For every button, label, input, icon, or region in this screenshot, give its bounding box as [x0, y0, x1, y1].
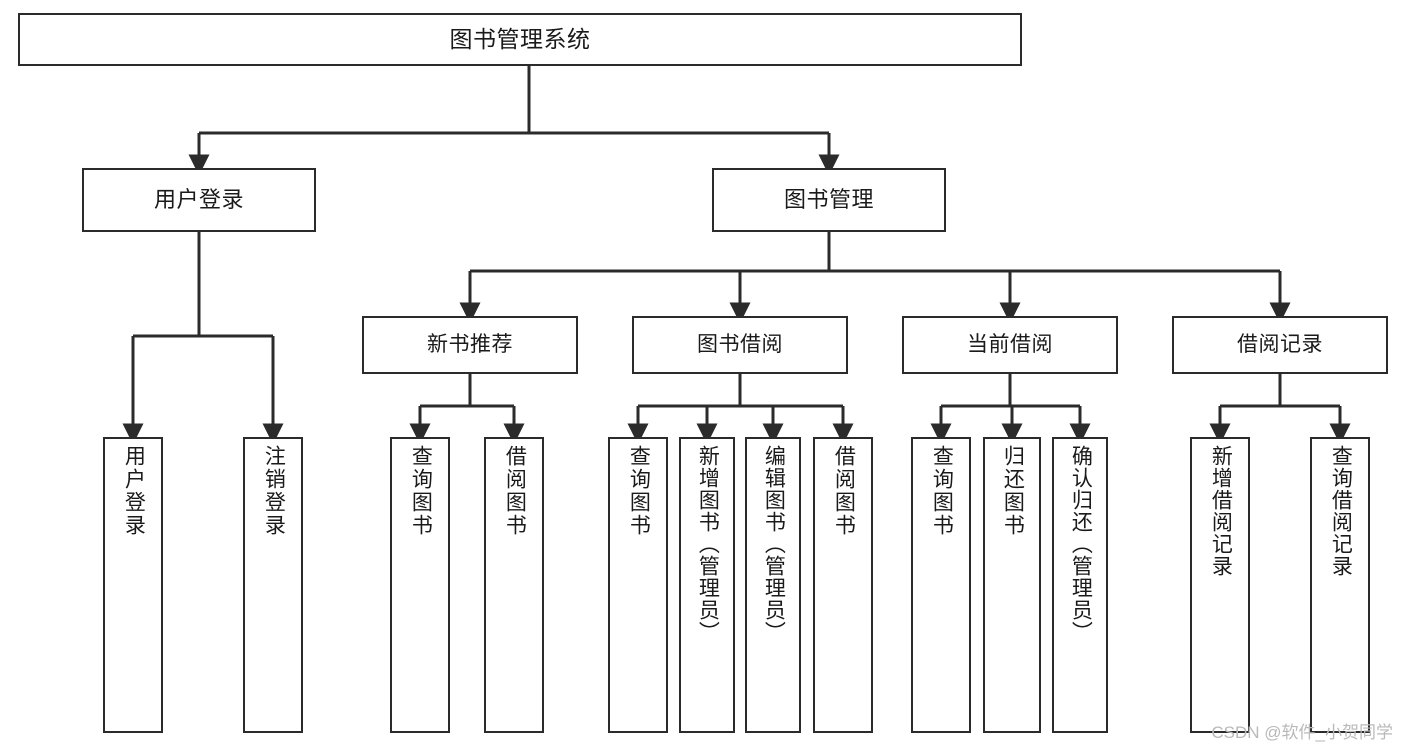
node-label: 借阅图书 — [503, 445, 527, 537]
node-leaf-query-borrow-record[interactable]: 查询借阅记录 — [1310, 437, 1370, 733]
node-label: 确认归还（管理员） — [1069, 445, 1093, 643]
node-label: 当前借阅 — [967, 333, 1053, 357]
node-borrow-record[interactable]: 借阅记录 — [1172, 316, 1388, 374]
node-book-borrow[interactable]: 图书借阅 — [632, 316, 848, 374]
node-leaf-add-borrow-record[interactable]: 新增借阅记录 — [1190, 437, 1250, 733]
node-label: 查询借阅记录 — [1329, 445, 1353, 577]
node-root[interactable]: 图书管理系统 — [18, 13, 1022, 66]
node-label: 图书管理系统 — [449, 25, 591, 52]
node-label: 编辑图书（管理员） — [762, 445, 786, 643]
node-label: 新增借阅记录 — [1209, 445, 1233, 577]
node-label: 借阅记录 — [1237, 333, 1323, 357]
node-new-book-recommend[interactable]: 新书推荐 — [362, 316, 578, 374]
node-label: 归还图书 — [1001, 445, 1025, 537]
node-current-borrow[interactable]: 当前借阅 — [902, 316, 1118, 374]
node-label: 用户登录 — [153, 186, 244, 212]
node-label: 图书管理 — [783, 186, 874, 212]
node-leaf-borrow-book-2[interactable]: 借阅图书 — [813, 437, 873, 733]
node-user-login[interactable]: 用户登录 — [82, 168, 316, 232]
node-label: 用户登录 — [122, 445, 146, 537]
node-label: 图书借阅 — [697, 333, 783, 357]
node-label: 查询图书 — [409, 445, 433, 537]
node-leaf-return-book[interactable]: 归还图书 — [983, 437, 1041, 733]
node-book-management[interactable]: 图书管理 — [712, 168, 946, 232]
node-leaf-user-logout[interactable]: 注销登录 — [243, 437, 303, 733]
node-label: 借阅图书 — [832, 445, 856, 537]
node-label: 新书推荐 — [427, 333, 513, 357]
node-leaf-confirm-return-admin[interactable]: 确认归还（管理员） — [1052, 437, 1108, 733]
node-leaf-edit-book-admin[interactable]: 编辑图书（管理员） — [745, 437, 801, 733]
node-label: 查询图书 — [627, 445, 651, 537]
node-leaf-query-book-3[interactable]: 查询图书 — [911, 437, 971, 733]
node-leaf-user-login[interactable]: 用户登录 — [103, 437, 163, 733]
node-label: 注销登录 — [262, 445, 286, 537]
node-leaf-add-book-admin[interactable]: 新增图书（管理员） — [679, 437, 735, 733]
node-leaf-borrow-book-1[interactable]: 借阅图书 — [484, 437, 544, 733]
node-label: 新增图书（管理员） — [696, 445, 720, 643]
node-leaf-query-book-2[interactable]: 查询图书 — [608, 437, 668, 733]
node-label: 查询图书 — [930, 445, 954, 537]
node-leaf-query-book-1[interactable]: 查询图书 — [390, 437, 450, 733]
